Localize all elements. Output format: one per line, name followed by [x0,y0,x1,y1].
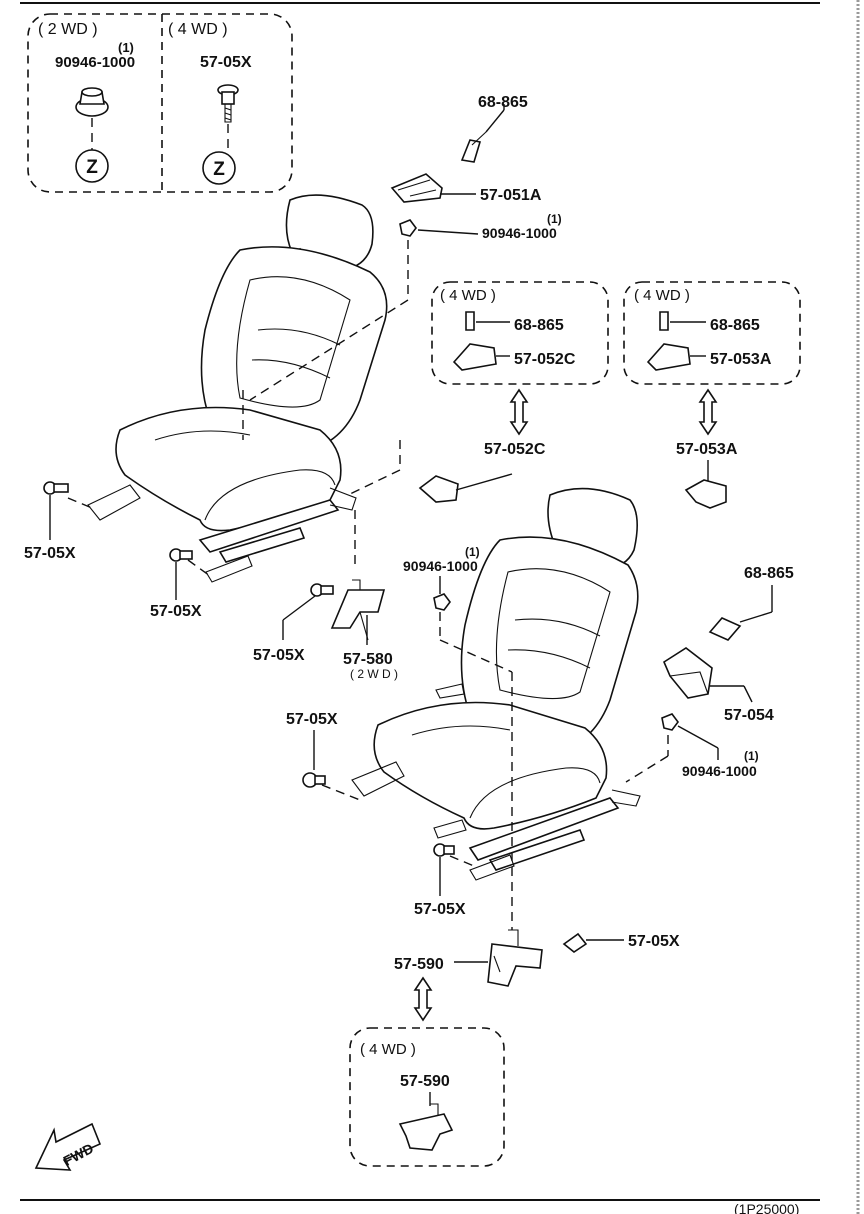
label-90946-right2-qty: (1) [744,749,759,763]
label-57-580-note: ( 2 W D ) [350,667,398,681]
detail-box-4wd-57-053a: ( 4 WD ) 68-865 57-053A [623,281,801,385]
seat-upper-illustration [67,194,409,583]
label-90946-right-qty: (1) [465,545,480,559]
label-68-865-right: 68-865 [744,565,794,582]
label-57-590-box: 57-590 [400,1073,450,1090]
ref-z-circle-left: Z [75,149,109,183]
bracket-57-580 [330,579,386,641]
label-57-05x-left2: 57-05X [150,603,202,620]
label-57-05x-r2: 57-05X [414,901,466,918]
label-57-052c-box: 57-052C [514,351,576,368]
bracket-57-590 [487,929,543,987]
label-57-054: 57-054 [724,707,774,724]
detail-box-4wd-bottom: ( 4 WD ) 57-590 [349,1027,505,1167]
nut-90946-right [433,593,451,611]
bolt-left-1 [43,481,69,495]
bolt-icon [217,84,239,123]
box-tl-nut-qty: (1) [118,40,134,55]
label-57-580: 57-580 [343,651,393,668]
box-4wd-header: ( 4 WD ) [168,21,228,38]
detail-box-4wd-57-052c: ( 4 WD ) 68-865 57-052C [431,281,609,385]
label-90946-mid: 90946-1000 [482,225,557,241]
box-2wd-header: ( 2 WD ) [38,21,98,38]
screw-68-865-top [460,131,487,163]
label-57-05x-r1: 57-05X [286,711,338,728]
label-57-051a: 57-051A [480,187,542,204]
label-90946-mid-qty: (1) [547,212,562,226]
label-57-052c: 57-052C [484,441,546,458]
label-57-05x-580: 57-05X [253,647,305,664]
bolt-r3 [562,932,588,953]
cover-57-054 [662,647,713,699]
detail-box-top-left: ( 2 WD ) ( 4 WD ) (1) 90946-1000 57-05X … [27,13,293,193]
footer-code: (1P25000) [734,1201,799,1214]
label-57-053a-box: 57-053A [710,351,772,368]
clip-57-053a [684,479,727,509]
double-arrow-c [509,388,529,436]
box-tl-bolt-pn: 57-05X [200,54,252,71]
label-68-865-c: 68-865 [514,317,564,334]
screw-68-865-right [708,617,742,641]
double-arrow-a [698,388,718,436]
svg-text:Z: Z [86,157,98,178]
seat-lower-illustration [321,487,669,930]
label-57-05x-left1: 57-05X [24,545,76,562]
clip-57-052c [418,475,459,503]
cover-57-051a [390,173,443,203]
box-tl-nut-pn: 90946-1000 [55,54,135,71]
label-90946-right: 90946-1000 [403,558,478,574]
bolt-left-2 [169,548,193,562]
nut-icon [75,87,109,117]
nut-90946-mid [399,219,417,237]
svg-text:Z: Z [213,159,225,180]
label-68-865-a: 68-865 [710,317,760,334]
box-4wd-a-header: ( 4 WD ) [634,287,690,304]
label-57-053a: 57-053A [676,441,738,458]
label-90946-right2: 90946-1000 [682,763,757,779]
box-4wd-bottom-header: ( 4 WD ) [360,1041,416,1058]
label-68-865-top: 68-865 [478,94,528,111]
nut-90946-right2 [661,713,679,731]
bolt-r2 [433,843,455,857]
double-arrow-590 [413,976,433,1022]
box-4wd-c-header: ( 4 WD ) [440,287,496,304]
label-57-05x-r3: 57-05X [628,933,680,950]
label-57-590: 57-590 [394,956,444,973]
fwd-arrow-icon: FWD [34,1122,102,1171]
ref-z-circle-right: Z [202,151,236,185]
bolt-r1 [302,772,326,788]
bolt-57-580 [310,583,334,597]
